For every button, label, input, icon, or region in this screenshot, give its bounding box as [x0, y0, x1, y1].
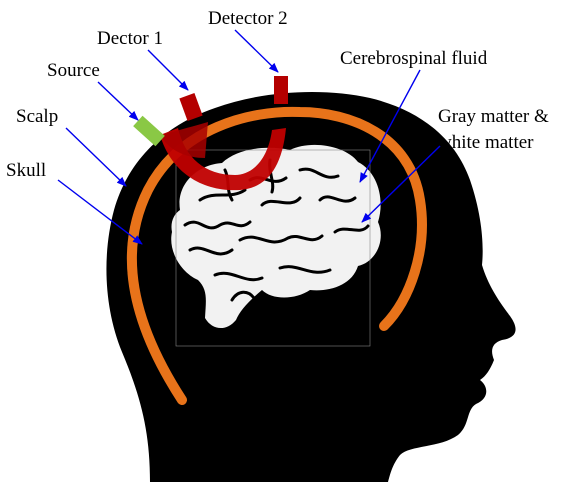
label-dector-1: Dector 1: [97, 28, 163, 49]
label-source: Source: [47, 60, 100, 81]
pointer-dector-1: [148, 50, 188, 90]
pointer-scalp: [66, 128, 126, 186]
label-gray-white-line2: white matter: [438, 132, 534, 153]
label-scalp: Scalp: [16, 106, 58, 127]
pointer-detector-2: [235, 30, 278, 72]
label-detector-2: Detector 2: [208, 8, 288, 29]
label-csf: Cerebrospinal fluid: [340, 48, 488, 69]
detector-1-probe: [179, 93, 202, 121]
detector-2-probe: [274, 76, 288, 104]
label-skull: Skull: [6, 160, 46, 181]
pointer-source: [98, 82, 138, 120]
label-gray-white-line1: Gray matter &: [438, 106, 549, 127]
